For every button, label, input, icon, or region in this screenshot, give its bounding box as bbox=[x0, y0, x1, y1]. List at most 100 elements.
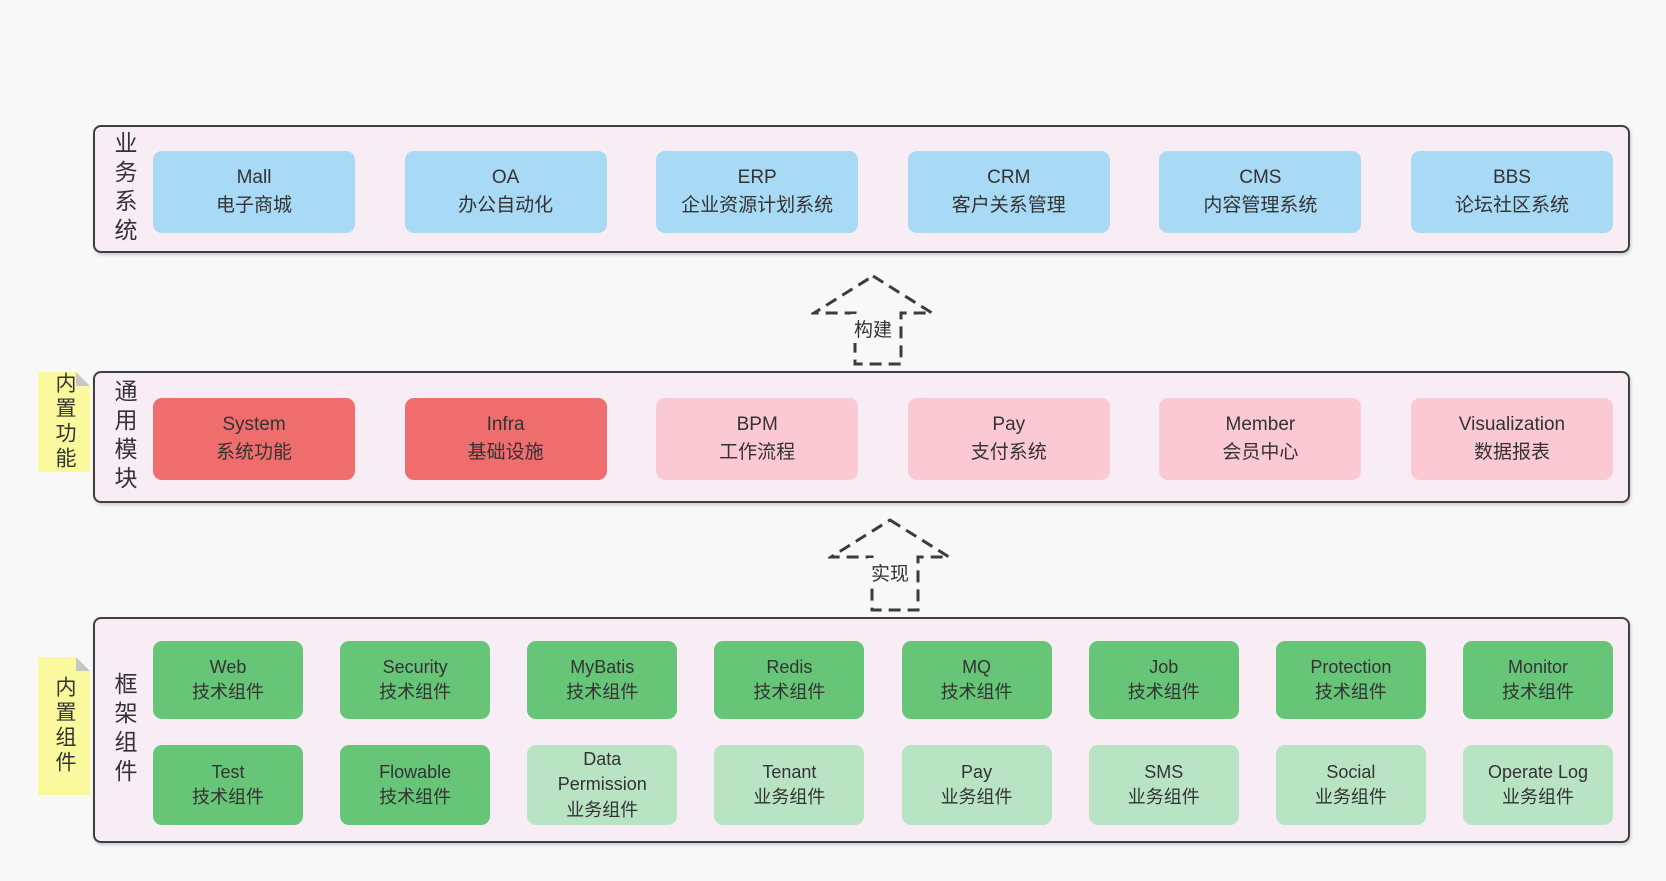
box-subtitle: 技术组件 bbox=[753, 682, 826, 702]
arrow-implement: 实现 bbox=[828, 517, 952, 613]
box-job: Job 技术组件 bbox=[1088, 641, 1239, 719]
box-title: Tenant bbox=[762, 761, 817, 782]
box-title: MyBatis bbox=[570, 656, 635, 677]
box-subtitle: 业务组件 bbox=[1127, 787, 1200, 807]
box-social: Social 业务组件 bbox=[1275, 745, 1426, 825]
box-subtitle: 技术组件 bbox=[192, 682, 264, 702]
box-title: Mall bbox=[236, 166, 272, 188]
box-title: SMS bbox=[1144, 761, 1184, 782]
box-title: OA bbox=[491, 166, 520, 188]
box-subtitle: 技术组件 bbox=[379, 682, 452, 702]
box-title: BPM bbox=[736, 413, 778, 435]
layer-modules-label: 通用模块 bbox=[111, 379, 137, 495]
business-boxes-row: Mall 电子商城 OA 办公自动化 ERP 企业资源计划系统 CRM 客户关系… bbox=[153, 151, 1613, 233]
box-subtitle: 业务组件 bbox=[566, 799, 639, 820]
up-arrow-icon bbox=[811, 274, 935, 366]
box-test: Test 技术组件 bbox=[153, 745, 303, 825]
box-subtitle: 业务组件 bbox=[1501, 787, 1574, 807]
box-title: Visualization bbox=[1458, 413, 1566, 435]
box-subtitle: 业务组件 bbox=[1314, 787, 1387, 807]
box-subtitle: 电子商城 bbox=[215, 195, 292, 216]
box-subtitle: 业务组件 bbox=[940, 787, 1013, 807]
box-title: Operate Log bbox=[1487, 761, 1589, 782]
box-data-permission: Data Permission 业务组件 bbox=[527, 745, 678, 825]
arrow-build: 构建 bbox=[811, 273, 935, 367]
box-title: Infra bbox=[486, 413, 525, 435]
box-subtitle: 会员中心 bbox=[1222, 442, 1299, 463]
box-title: CMS bbox=[1239, 166, 1282, 188]
box-web: Web 技术组件 bbox=[153, 641, 303, 719]
box-title: Security bbox=[382, 656, 448, 677]
box-subtitle: 企业资源计划系统 bbox=[681, 195, 834, 216]
box-pay-module: Pay 支付系统 bbox=[907, 398, 1110, 480]
box-title: ERP bbox=[737, 166, 777, 188]
box-operate-log: Operate Log 业务组件 bbox=[1462, 745, 1613, 825]
sticky-text: 内置组件 bbox=[53, 676, 76, 776]
box-title: Web bbox=[209, 656, 247, 677]
box-mq: MQ 技术组件 bbox=[901, 641, 1052, 719]
box-subtitle: 基础设施 bbox=[467, 442, 544, 463]
folded-corner-icon bbox=[76, 657, 90, 671]
box-title: Protection bbox=[1310, 656, 1392, 677]
box-cms: CMS 内容管理系统 bbox=[1159, 151, 1362, 233]
up-arrow-icon bbox=[828, 518, 952, 612]
box-crm: CRM 客户关系管理 bbox=[907, 151, 1110, 233]
box-sms: SMS 业务组件 bbox=[1088, 745, 1239, 825]
layer-framework-components: 框架组件 Web 技术组件 Security 技术组件 MyBatis 技术组件… bbox=[93, 617, 1630, 843]
box-subtitle: 技术组件 bbox=[192, 787, 264, 807]
sticky-built-in-components: 内置组件 bbox=[38, 657, 90, 795]
box-pay-component: Pay 业务组件 bbox=[901, 745, 1052, 825]
box-subtitle: 技术组件 bbox=[1501, 682, 1574, 702]
box-title: Test bbox=[211, 761, 245, 782]
box-title: Pay bbox=[961, 761, 993, 782]
box-protection: Protection 技术组件 bbox=[1275, 641, 1426, 719]
box-subtitle: 技术组件 bbox=[1127, 682, 1200, 702]
box-subtitle: 技术组件 bbox=[566, 682, 639, 702]
box-subtitle: 业务组件 bbox=[753, 787, 826, 807]
folded-corner-icon bbox=[76, 372, 90, 386]
box-title: Monitor bbox=[1507, 656, 1568, 677]
box-title: Job bbox=[1149, 656, 1179, 677]
arrow-build-label: 构建 bbox=[850, 314, 896, 343]
box-subtitle: 技术组件 bbox=[379, 787, 452, 807]
box-visualization: Visualization 数据报表 bbox=[1410, 398, 1613, 480]
box-title: Pay bbox=[992, 413, 1026, 435]
box-title: Social bbox=[1326, 761, 1376, 782]
box-redis: Redis 技术组件 bbox=[714, 641, 865, 719]
box-title: CRM bbox=[987, 166, 1031, 188]
modules-boxes-row: System 系统功能 Infra 基础设施 BPM 工作流程 Pay 支付系统… bbox=[153, 398, 1613, 480]
box-bpm: BPM 工作流程 bbox=[656, 398, 859, 480]
box-title: Flowable bbox=[379, 761, 452, 782]
layer-common-modules: 通用模块 System 系统功能 Infra 基础设施 BPM 工作流程 Pay… bbox=[93, 371, 1630, 503]
box-subtitle: 技术组件 bbox=[1314, 682, 1387, 702]
layer-business-label: 业务系统 bbox=[111, 131, 137, 247]
framework-row-2: Test 技术组件 Flowable 技术组件 Data Permission … bbox=[153, 745, 1613, 825]
box-title: BBS bbox=[1492, 166, 1531, 188]
box-member: Member 会员中心 bbox=[1159, 398, 1362, 480]
box-mybatis: MyBatis 技术组件 bbox=[527, 641, 678, 719]
box-subtitle: 内容管理系统 bbox=[1203, 195, 1318, 216]
sticky-built-in-features: 内置功能 bbox=[38, 372, 90, 472]
box-subtitle: 技术组件 bbox=[940, 682, 1013, 702]
framework-row-1: Web 技术组件 Security 技术组件 MyBatis 技术组件 Redi… bbox=[153, 641, 1613, 719]
box-subtitle: 数据报表 bbox=[1473, 442, 1550, 463]
box-subtitle: 办公自动化 bbox=[458, 195, 554, 216]
box-flowable: Flowable 技术组件 bbox=[340, 745, 491, 825]
box-subtitle: 客户关系管理 bbox=[951, 195, 1066, 216]
box-tenant: Tenant 业务组件 bbox=[714, 745, 865, 825]
box-title: MQ bbox=[962, 656, 992, 677]
box-erp: ERP 企业资源计划系统 bbox=[656, 151, 859, 233]
box-title: Redis bbox=[766, 656, 813, 677]
box-subtitle: 系统功能 bbox=[215, 442, 292, 463]
box-title: Member bbox=[1225, 413, 1296, 435]
box-subtitle: 论坛社区系统 bbox=[1454, 195, 1569, 216]
box-mall: Mall 电子商城 bbox=[153, 151, 355, 233]
box-infra: Infra 基础设施 bbox=[404, 398, 607, 480]
box-system: System 系统功能 bbox=[153, 398, 355, 480]
box-subtitle: 工作流程 bbox=[719, 442, 796, 463]
box-title: Data Permission bbox=[557, 749, 647, 795]
box-security: Security 技术组件 bbox=[340, 641, 491, 719]
box-bbs: BBS 论坛社区系统 bbox=[1410, 151, 1613, 233]
layer-framework-label: 框架组件 bbox=[111, 672, 137, 788]
sticky-text: 内置功能 bbox=[53, 372, 76, 472]
